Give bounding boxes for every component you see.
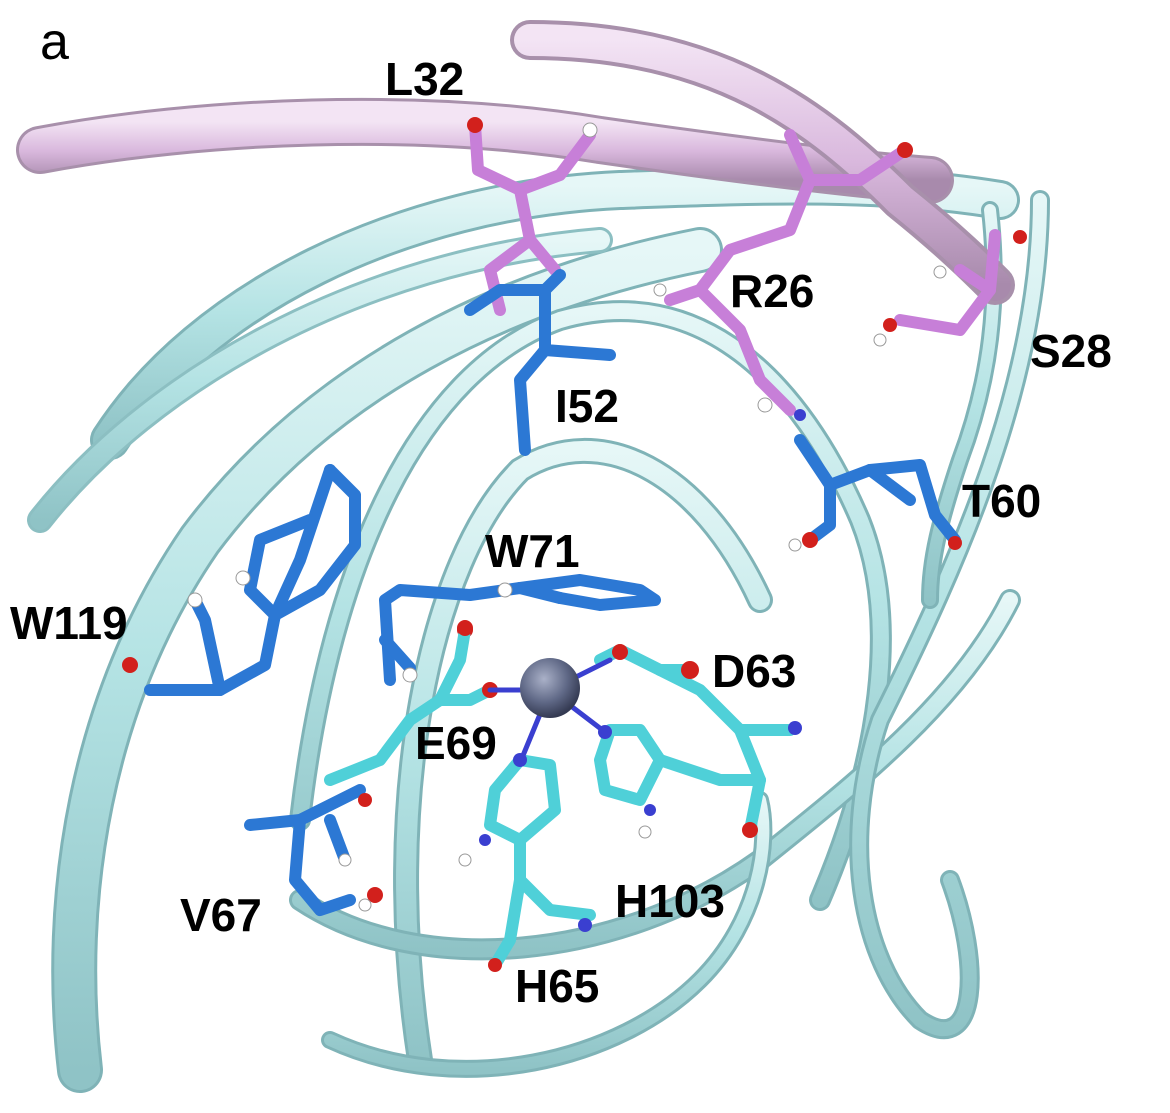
residues-cyan-sticks: [324, 624, 796, 971]
atoms-pink-residues: [467, 117, 1027, 421]
label-H103: H103: [615, 875, 725, 927]
label-E69: E69: [415, 717, 497, 769]
label-W71: W71: [485, 525, 580, 577]
label-R26: R26: [730, 265, 815, 317]
label-I52: I52: [555, 380, 619, 432]
label-D63: D63: [712, 645, 797, 697]
ribbon-backbone-pink: [16, 20, 1015, 305]
label-W119: W119: [10, 597, 128, 649]
label-V67: V67: [180, 889, 262, 941]
panel-label: a: [40, 13, 69, 71]
label-T60: T60: [962, 475, 1042, 527]
residues-blue-sticks: [144, 269, 961, 916]
label-S28: S28: [1030, 325, 1112, 377]
ribbon-backbone-cyan: [27, 165, 1050, 1093]
metal-ion-sphere: [520, 658, 580, 718]
residues-pink-sticks: [469, 119, 1001, 416]
label-L32: L32: [385, 53, 465, 105]
label-H65: H65: [515, 960, 600, 1012]
